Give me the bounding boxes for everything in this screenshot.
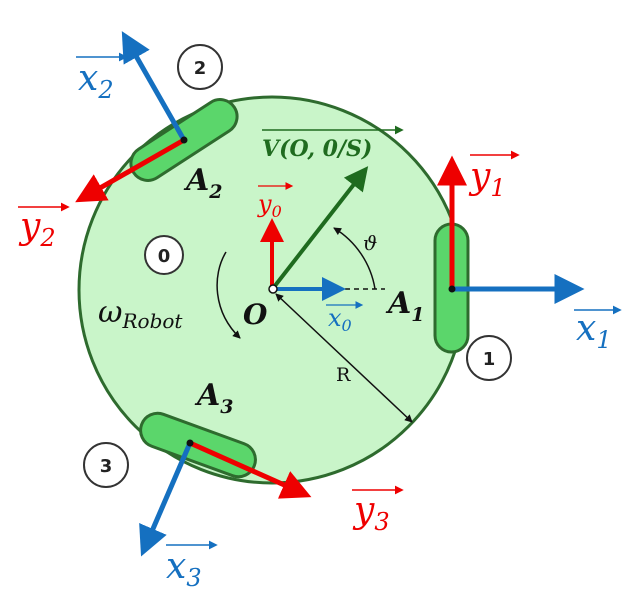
badge-body: 0 bbox=[144, 235, 184, 275]
label-y1: y1 bbox=[468, 156, 506, 202]
label-x3: x3 bbox=[166, 546, 202, 592]
label-radius: R bbox=[336, 364, 351, 386]
x2-axis-arrow bbox=[121, 31, 187, 142]
label-a1: A1 bbox=[385, 286, 425, 326]
label-theta: ϑ bbox=[363, 231, 377, 255]
point-a3-dot bbox=[186, 439, 194, 447]
y2-axis-arrow bbox=[75, 137, 186, 203]
x3-axis-arrow bbox=[139, 442, 193, 557]
badge-wheel-1: 1 bbox=[466, 335, 512, 381]
label-velocity: V(O, 0/S) bbox=[262, 136, 372, 162]
label-origin: O bbox=[243, 298, 268, 331]
point-o-dot bbox=[268, 284, 278, 294]
y3-axis-arrow bbox=[188, 440, 312, 499]
badge-wheel-2: 2 bbox=[177, 44, 223, 90]
label-x1: x1 bbox=[576, 308, 612, 354]
label-y2: y2 bbox=[18, 206, 56, 252]
label-y0: y0 bbox=[257, 190, 282, 221]
badge-wheel-3: 3 bbox=[83, 442, 129, 488]
label-omega: ωRobot bbox=[98, 295, 183, 333]
point-a2-dot bbox=[180, 136, 188, 144]
label-y3: y3 bbox=[352, 490, 390, 536]
label-x2: x2 bbox=[78, 58, 114, 104]
point-a1-dot bbox=[448, 285, 456, 293]
svg-text:3: 3 bbox=[100, 456, 113, 477]
label-a2: A2 bbox=[183, 163, 223, 203]
svg-text:0: 0 bbox=[158, 246, 171, 267]
radius-line bbox=[275, 293, 413, 423]
svg-text:1: 1 bbox=[483, 349, 496, 370]
label-x0: x0 bbox=[328, 304, 352, 335]
svg-text:2: 2 bbox=[194, 58, 207, 79]
theta-arc bbox=[333, 227, 376, 290]
omega-arc bbox=[216, 251, 241, 339]
velocity-arrow bbox=[272, 166, 369, 289]
label-a3: A3 bbox=[194, 378, 234, 418]
